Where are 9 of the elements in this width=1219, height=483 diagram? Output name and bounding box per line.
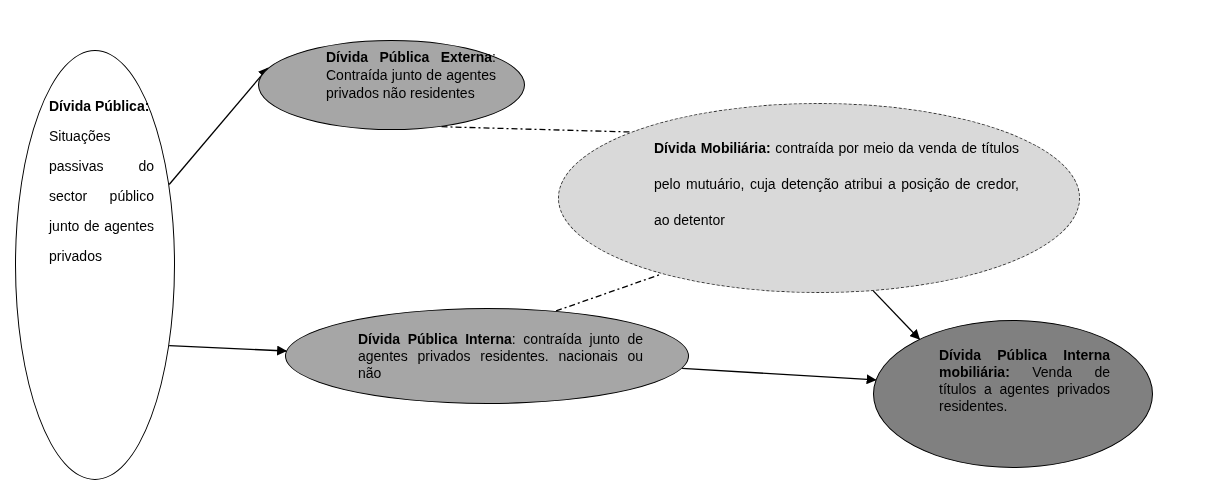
node-text: Situações passivas do sector público junto de agentes privados xyxy=(49,127,154,266)
arrow xyxy=(168,344,288,356)
node-text: Dívida Pública Interna: contraída junto de agentes privados residentes. nacionais ou não xyxy=(358,331,643,382)
node-text: Dívida Pública Externa: Contraída junto de agentes privados não residentes xyxy=(326,48,496,102)
arrow xyxy=(681,367,877,385)
node-text: Dívida Mobiliária: contraída por meio da venda de títulos pelo mutuário, cuja detenção atribui a posição de credor, ao detentor xyxy=(654,139,1019,230)
node-text: Dívida Pública Interna mobiliária: Venda de títulos a agentes privados residentes. xyxy=(939,347,1110,415)
arrow xyxy=(168,67,269,186)
node-heading: Dívida Pública: xyxy=(49,97,151,116)
